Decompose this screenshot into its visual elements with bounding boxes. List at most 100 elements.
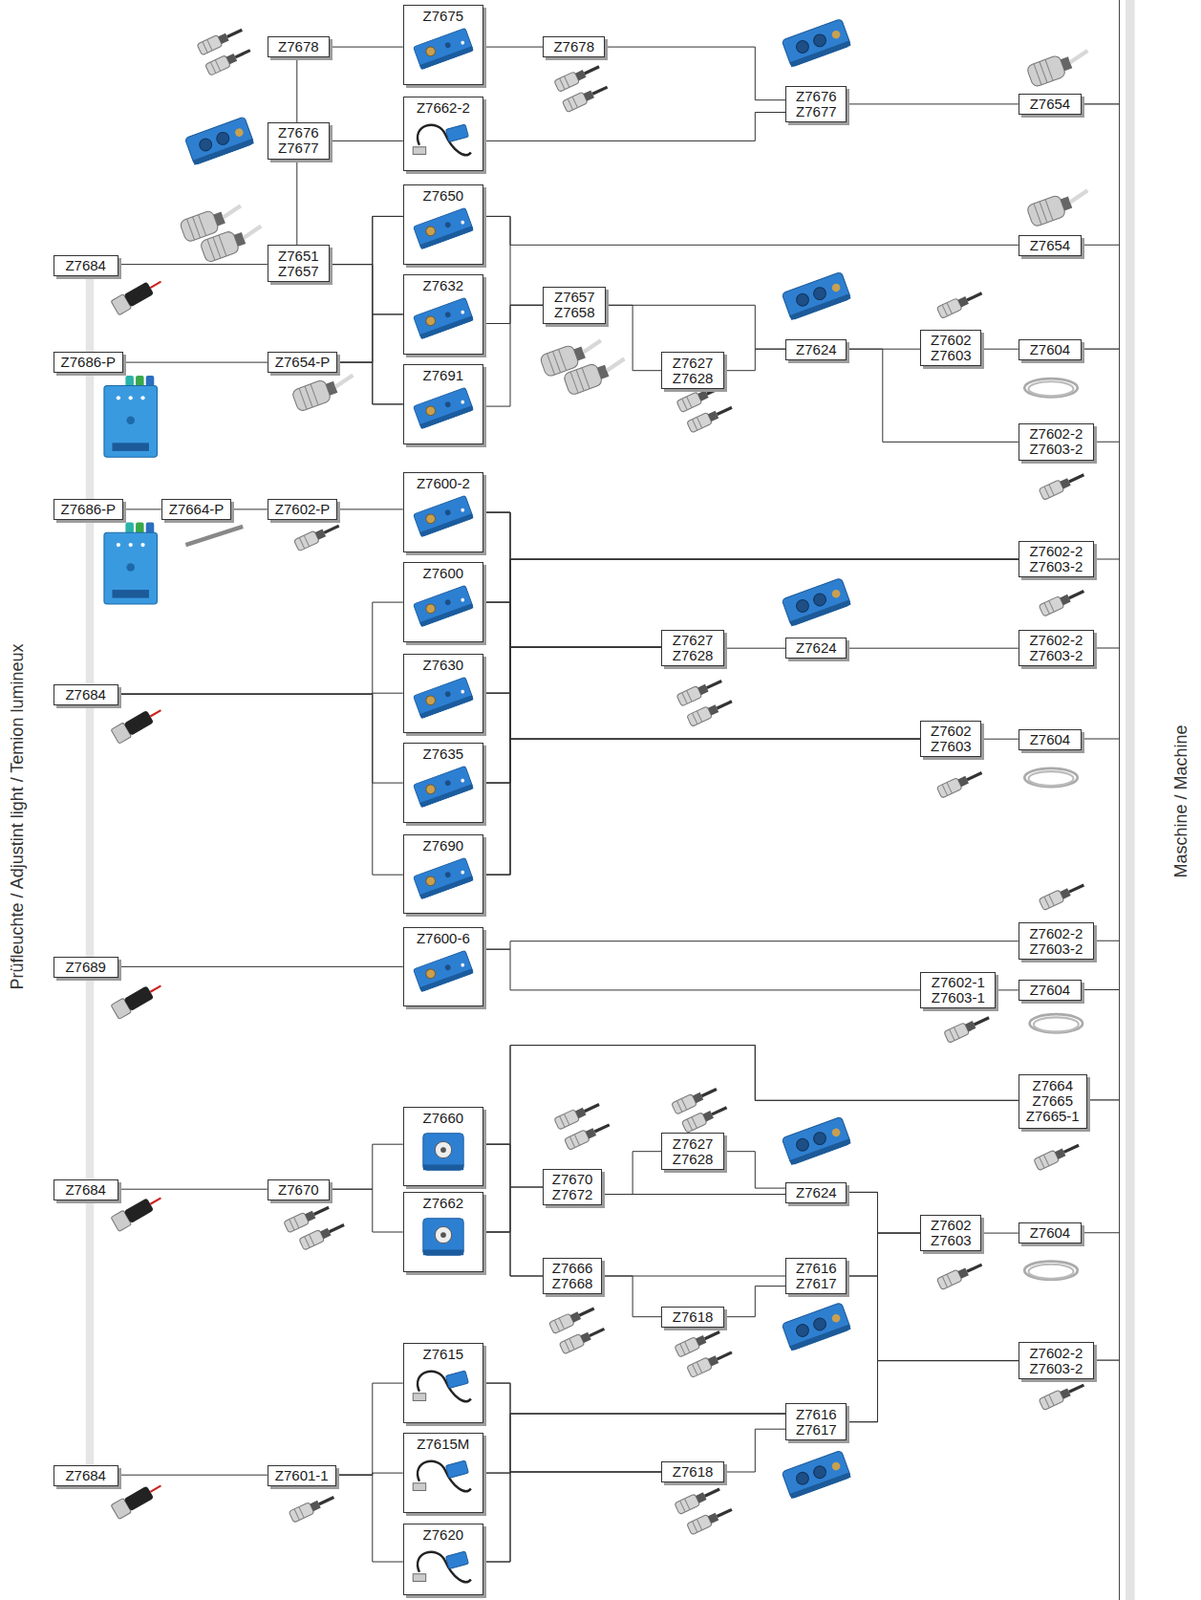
device-box: Z7690 [403,834,484,914]
connector-line [123,508,162,510]
device-box: Z7691 [403,364,484,444]
part-number: Z7617 [795,1275,837,1291]
part-number: Z7677 [795,104,837,120]
part-number: Z7604 [1029,982,1072,998]
connector-line [601,1193,786,1195]
part-number: Z7666 [552,1260,594,1276]
adapter-photo [184,116,254,166]
connector-photo [686,1346,735,1377]
connector-line [483,512,922,739]
connector-photo [1033,1138,1082,1170]
device-illustration [408,491,478,541]
device-box: Z7662-2 [403,96,484,172]
connector-line [601,1275,662,1317]
part-number: Z7672 [552,1186,594,1202]
connector-line [118,693,404,875]
part-number-box: Z7686-P [53,351,125,373]
part-number-box: Z7602-2Z7603-2 [1018,423,1094,460]
part-number-box: Z7684 [53,684,119,706]
connector-line [337,362,404,405]
connector-line [296,159,298,246]
connector-line [846,1191,921,1233]
device-box: Z7632 [403,274,484,354]
connector-line [846,1191,1018,1360]
part-number: Z7624 [795,1184,837,1201]
connector-line [483,941,1019,950]
device-illustration [408,853,478,903]
part-number: Z7635 [423,745,465,762]
part-number: Z7665 [1031,1093,1073,1109]
connector-line [296,57,298,123]
connector-photo [110,1478,166,1520]
connector-photo [554,61,602,92]
part-number-box: Z7624 [785,637,847,659]
part-number: Z7684 [64,1181,107,1198]
part-number: Z7603 [930,1232,972,1248]
device-illustration [408,580,478,631]
cable-photo [1029,1013,1084,1032]
connector-photo [110,1190,166,1232]
part-number-box: Z7602Z7603 [920,720,982,757]
connector-line [724,348,786,371]
connector-photo [288,1491,337,1523]
part-number-box: Z7678 [542,36,605,58]
connector-photo [110,703,166,745]
connector-photo [686,1503,735,1535]
device-box: Z7600-2 [403,471,484,552]
part-number-box: Z7602-1Z7603-1 [920,971,996,1008]
part-number: Z7686-P [61,501,117,517]
connector-photo [291,368,359,412]
part-number: Z7689 [64,959,107,975]
part-number-box: Z7684 [53,1464,119,1486]
device-box: Z7675 [403,4,484,85]
part-number-box: Z7664-P [161,498,233,520]
connector-line [337,215,404,363]
part-number: Z7603-2 [1029,441,1083,457]
part-number: Z7654 [1029,237,1072,254]
connector-line [231,508,267,510]
part-number: Z7675 [423,7,465,24]
connector-photo [936,767,985,798]
device-illustration [408,203,478,254]
part-number: Z7628 [672,370,714,387]
connector-photo [1038,469,1087,500]
part-number: Z7684 [64,1467,107,1483]
part-number: Z7665-1 [1026,1108,1080,1124]
part-number-box: Z7604 [1018,979,1082,1001]
connector-line [483,1143,543,1187]
part-number-box: Z7684 [53,255,119,277]
part-number: Z7678 [278,39,320,55]
device-box: Z7600 [403,561,484,642]
part-number: Z7670 [552,1171,594,1187]
part-number: Z7628 [672,1151,714,1167]
tester-photo [104,375,158,457]
connector-photo [1026,184,1094,228]
connector-photo [549,1302,598,1333]
connector-line [724,1286,786,1317]
connector-line [483,46,543,48]
connector-photo [283,1201,332,1233]
device-box: Z7615M [403,1432,484,1512]
part-number: Z7600 [423,564,465,581]
cable-photo [1024,1261,1078,1280]
part-number: Z7691 [423,366,465,384]
device-illustration [408,945,478,996]
part-number: Z7616 [795,1260,837,1276]
part-number: Z7615M [416,1435,470,1452]
part-number: Z7604 [1029,1224,1072,1241]
connector-line [329,264,404,315]
connector-line [483,1413,787,1473]
device-box: Z7635 [403,742,484,822]
part-number: Z7651 [278,248,320,264]
adapter-photo [781,578,851,627]
part-number-box: Z7657Z7658 [542,286,606,323]
part-number-box: Z7602-P [267,498,339,520]
part-number-box: Z7618 [661,1306,725,1328]
part-number: Z7658 [554,304,596,321]
part-number: Z7618 [672,1308,714,1325]
part-number-box: Z7684 [53,1179,119,1201]
part-number-box: Z7624 [785,1181,847,1203]
part-number-box: Z7689 [53,956,119,978]
device-illustration [408,672,478,723]
connector-line [118,965,404,967]
